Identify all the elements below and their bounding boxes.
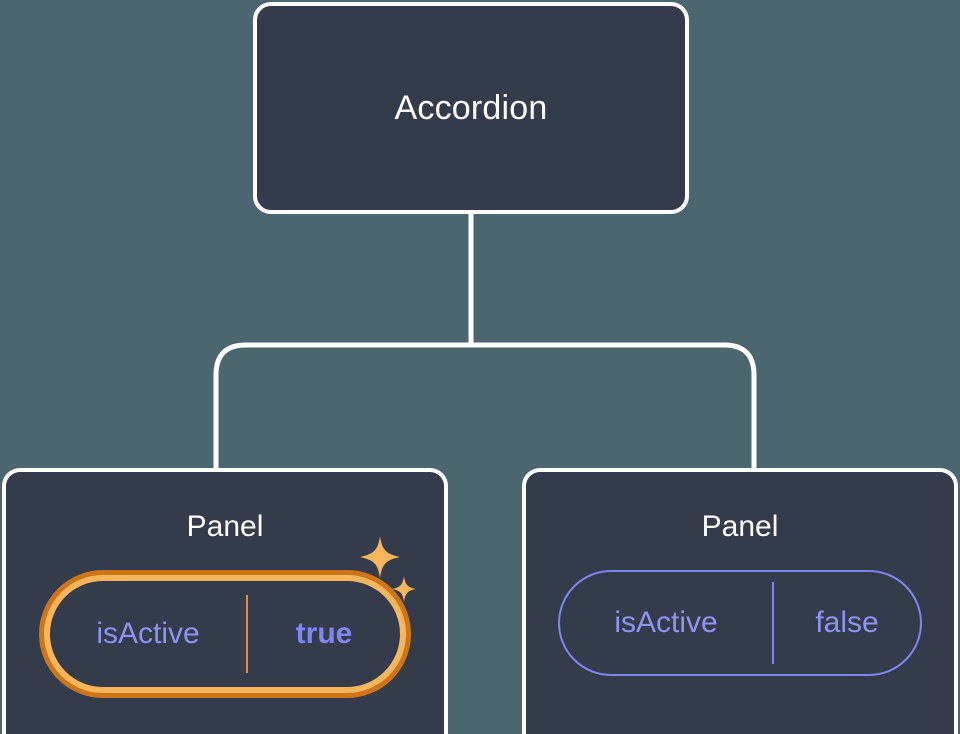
node-panel-active[interactable]: Panel isActive true xyxy=(2,468,448,734)
prop-pill-inner: isActive true xyxy=(50,581,400,687)
sparkle-icon-large xyxy=(360,536,400,578)
prop-pill-wrap-active: isActive true xyxy=(6,536,444,698)
node-panel-active-title: Panel xyxy=(186,510,264,543)
prop-key-label: isActive xyxy=(614,606,718,639)
node-accordion-title: Accordion xyxy=(394,89,548,127)
connector-branch-bar xyxy=(213,342,757,470)
node-accordion[interactable]: Accordion xyxy=(253,2,689,214)
prop-pill-isactive-false[interactable]: isActive false xyxy=(558,570,922,676)
prop-value-label: true xyxy=(295,617,353,650)
prop-pill-isactive-true[interactable]: isActive true xyxy=(39,570,411,698)
node-panel-inactive[interactable]: Panel isActive false xyxy=(522,468,958,734)
prop-pill-wrap-inactive: isActive false xyxy=(526,570,954,676)
prop-divider xyxy=(772,582,774,664)
prop-key-label: isActive xyxy=(96,617,200,650)
prop-value-label: false xyxy=(815,606,879,639)
node-panel-inactive-title: Panel xyxy=(701,510,779,543)
prop-divider xyxy=(246,595,248,673)
